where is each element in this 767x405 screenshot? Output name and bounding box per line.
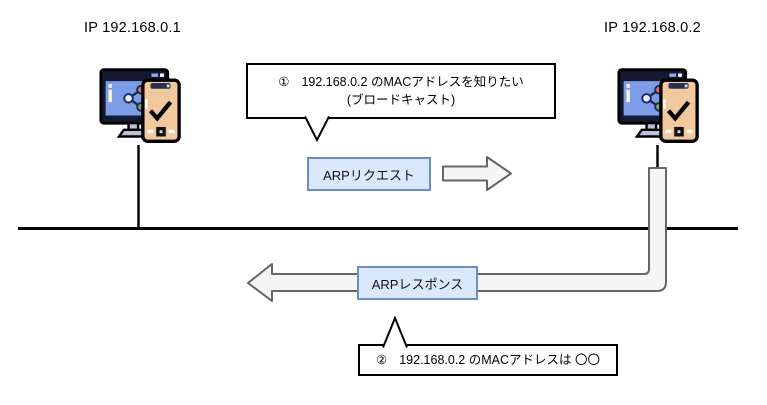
arp-request-label-box: ARPリクエスト xyxy=(307,157,431,191)
response-callout-text: 192.168.0.2 のMACアドレスは 〇〇 xyxy=(399,353,600,367)
arp-response-label-box: ARPレスポンス xyxy=(357,266,478,300)
right-host-ip-label: IP 192.168.0.2 xyxy=(604,20,701,36)
phone-icon xyxy=(659,78,699,143)
left-computer-with-phone-icon xyxy=(99,68,181,143)
request-callout: ① 192.168.0.2 のMACアドレスを知りたい (ブロードキャスト) xyxy=(246,63,556,119)
request-callout-line2: (ブロードキャスト) xyxy=(346,93,456,107)
response-callout-line: ② 192.168.0.2 のMACアドレスは 〇〇 xyxy=(376,351,600,369)
phone-icon xyxy=(141,78,181,143)
arp-request-arrow xyxy=(442,156,512,191)
request-callout-text: 192.168.0.2 のMACアドレスを知りたい xyxy=(301,75,524,89)
request-callout-line1: ① 192.168.0.2 のMACアドレスを知りたい xyxy=(278,73,524,91)
right-computer-with-phone-icon xyxy=(617,68,699,143)
response-callout-number: ② xyxy=(376,353,388,367)
left-host-ip-label: IP 192.168.0.1 xyxy=(84,20,181,36)
response-callout: ② 192.168.0.2 のMACアドレスは 〇〇 xyxy=(358,344,618,376)
request-callout-number: ① xyxy=(278,75,290,89)
